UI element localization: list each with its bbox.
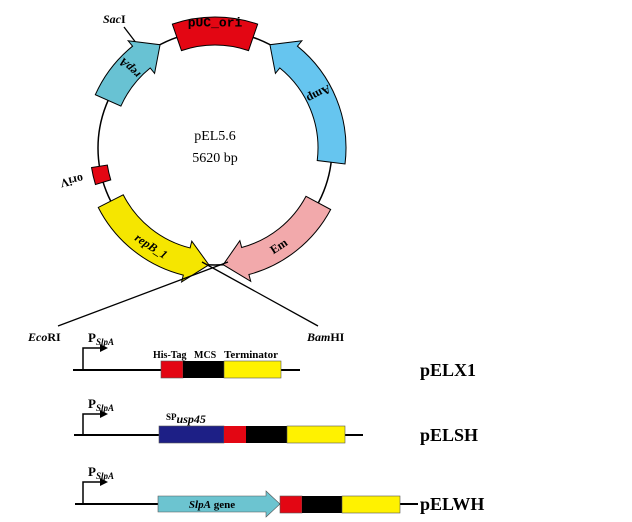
bamhi-expansion-line [201, 261, 319, 327]
promoter-arrow-icon [82, 481, 100, 504]
his-tag-block [160, 360, 184, 379]
puc_ori-label: pUC_ori [188, 16, 243, 31]
promoter-label: PSlpA [88, 396, 114, 413]
oriv-label: oriV [59, 172, 85, 191]
promoter-label: PSlpA [88, 464, 114, 481]
promoter-arrow-icon [82, 347, 100, 370]
signal-peptide-block [158, 425, 225, 444]
construct-pelwh: PSlpA SlpA gene pELWH [75, 464, 484, 518]
mcs-block [246, 426, 287, 443]
promoter-label: PSlpA [88, 330, 114, 347]
his-tag-block [224, 426, 246, 443]
mcs-block [183, 361, 224, 378]
terminator-block [286, 425, 346, 444]
his-tag-label: His-Tag [153, 350, 187, 361]
mcs-label: MCS [194, 350, 217, 361]
terminator-label: Terminator [224, 349, 278, 361]
ecori-expansion-line [57, 261, 229, 327]
construct-name: pELX1 [420, 360, 476, 380]
slpa-gene-label: SlpA gene [189, 499, 235, 511]
construct-pelx1: PSlpA His-Tag MCS Terminator pELX1 [73, 330, 476, 380]
saci-label: SacI [103, 12, 126, 26]
promoter-arrow-icon [82, 413, 100, 435]
construct-pelsh: PSlpA SPusp45 pELSH [74, 396, 478, 445]
terminator-block [341, 495, 401, 514]
terminator-block [223, 360, 282, 379]
his-tag-block [279, 495, 303, 514]
repb-feature [97, 194, 210, 283]
em-feature [222, 195, 332, 283]
bamhi-label: BamHI [306, 330, 345, 344]
construct-name: pELWH [420, 494, 484, 514]
plasmid-size: 5620 bp [192, 151, 238, 166]
amp-feature [269, 40, 347, 165]
mcs-block [302, 496, 342, 513]
signal-peptide-label: SPusp45 [166, 412, 206, 426]
ecori-label: EcoRI [27, 330, 61, 344]
plasmid-name: pEL5.6 [194, 129, 236, 144]
puc_ori-feature [171, 16, 259, 52]
construct-name: pELSH [420, 425, 478, 445]
repa-feature [94, 40, 161, 107]
slpa-gene-arrow [157, 490, 281, 518]
oriv-feature [90, 164, 112, 186]
